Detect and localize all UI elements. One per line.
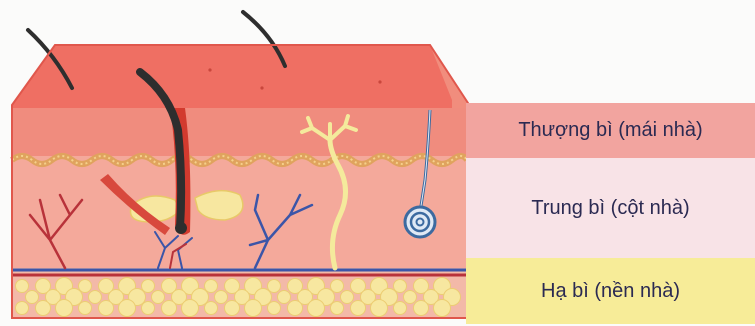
- fat-cell: [26, 291, 39, 304]
- fat-cell: [331, 280, 344, 293]
- fat-cell: [351, 301, 366, 316]
- fat-cell: [79, 280, 92, 293]
- skin-surface: [12, 45, 468, 110]
- fat-cell: [268, 280, 281, 293]
- fat-cell: [215, 291, 228, 304]
- fat-cells: [16, 278, 461, 317]
- fat-cell: [288, 301, 303, 316]
- sweat-gland-coil: [405, 207, 435, 237]
- fat-cell: [414, 301, 429, 316]
- fat-cell: [142, 280, 155, 293]
- fat-cell: [56, 300, 73, 317]
- fat-cell: [162, 301, 177, 316]
- pore: [378, 80, 381, 83]
- fat-cell: [152, 291, 165, 304]
- fat-cell: [268, 302, 281, 315]
- epidermis-front: [12, 108, 467, 156]
- fat-cell: [119, 300, 136, 317]
- fat-cell: [16, 280, 29, 293]
- fat-cell: [142, 302, 155, 315]
- fat-cell: [205, 280, 218, 293]
- layer-label-dermis: Trung bì (cột nhà): [466, 158, 755, 258]
- pore: [208, 68, 211, 71]
- fat-cell: [182, 300, 199, 317]
- fat-cell: [404, 291, 417, 304]
- fat-cell: [394, 302, 407, 315]
- fat-cell: [205, 302, 218, 315]
- fat-cell: [89, 291, 102, 304]
- pore: [260, 86, 263, 89]
- fat-cell: [79, 302, 92, 315]
- fat-cell: [245, 300, 262, 317]
- layer-label-hypodermis: Hạ bì (nền nhà): [466, 258, 755, 324]
- layer-label-epidermis: Thượng bì (mái nhà): [466, 103, 755, 158]
- fat-cell: [225, 301, 240, 316]
- fat-cell: [341, 291, 354, 304]
- fat-cell: [371, 300, 388, 317]
- fat-cell: [394, 280, 407, 293]
- fat-cell: [36, 301, 51, 316]
- fat-cell: [278, 291, 291, 304]
- fat-cell: [331, 302, 344, 315]
- hair-bulb: [175, 222, 187, 234]
- fat-cell: [434, 300, 451, 317]
- fat-cell: [99, 301, 114, 316]
- fat-cell: [308, 300, 325, 317]
- fat-cell: [16, 302, 29, 315]
